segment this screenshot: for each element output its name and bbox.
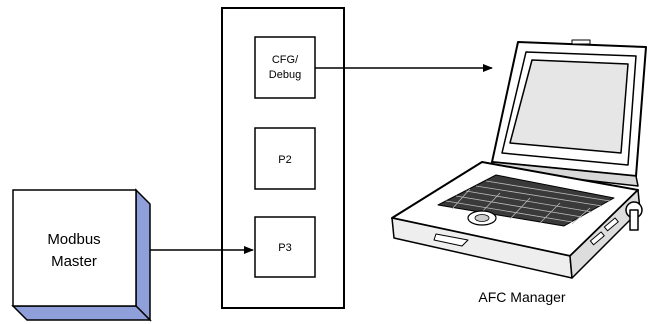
- port-p3-label: P3: [278, 242, 291, 254]
- port-cfg-label-line1: CFG/: [272, 54, 299, 66]
- afc-manager-caption: AFC Manager: [478, 289, 565, 305]
- modbus-master-label-line2: Master: [51, 253, 97, 270]
- modbus-master-box-bottom: [11, 305, 152, 321]
- port-p2: P2: [254, 127, 316, 190]
- modbus-master-label-line1: Modbus: [47, 231, 100, 248]
- modbus-master-box-front: [12, 189, 137, 307]
- modbus-master-block: Modbus Master: [11, 188, 152, 322]
- modbus-master-box-side: [135, 188, 151, 322]
- port-cfg-label-line2: Debug: [269, 69, 301, 81]
- module-enclosure: [221, 7, 345, 309]
- port-p2-label: P2: [278, 154, 291, 166]
- port-p3: P3: [254, 216, 316, 278]
- laptop-icon: [391, 39, 647, 279]
- port-cfg-debug: CFG/ Debug: [254, 36, 316, 99]
